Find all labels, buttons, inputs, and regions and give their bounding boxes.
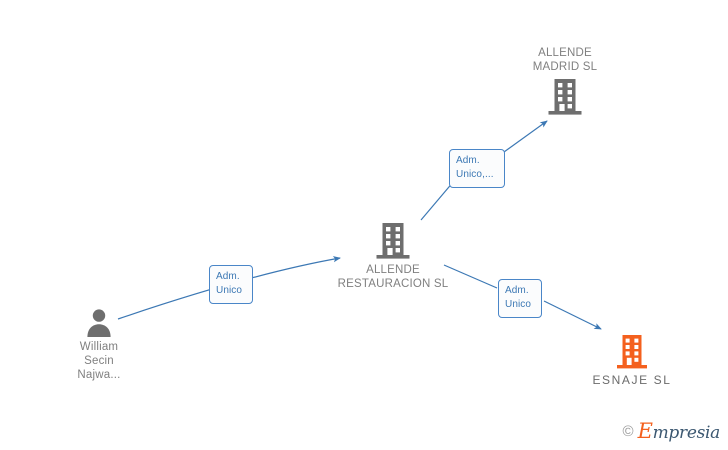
node-label-allende-restauracion-sl: ALLENDE RESTAURACION SL xyxy=(337,264,449,290)
node-allende-restauracion-sl[interactable]: ALLENDE RESTAURACION SL xyxy=(318,222,468,291)
edge-label-william-to-allende-restauracion[interactable]: Adm. Unico xyxy=(209,265,253,304)
node-esnaje-sl[interactable]: ESNAJE SL xyxy=(557,334,707,387)
copyright-icon: © xyxy=(622,423,634,440)
node-allende-madrid-sl[interactable]: ALLENDE MADRID SL xyxy=(490,46,640,116)
empresia-logo: Empresia xyxy=(637,419,721,443)
edge-label-allende-restauracion-to-esnaje[interactable]: Adm. Unico xyxy=(498,279,542,318)
node-william-secin-najwa[interactable]: William Secin Najwa... xyxy=(24,307,174,382)
edge-label-allende-restauracion-to-allende-madrid[interactable]: Adm. Unico,... xyxy=(449,149,505,188)
empresia-logo-text: mpresia xyxy=(652,423,721,443)
edge-allende-restauracion-to-allende-madrid-upper xyxy=(503,120,548,153)
empresia-watermark: © Empresia xyxy=(622,419,721,443)
node-label-esnaje-sl: ESNAJE SL xyxy=(592,373,672,387)
edge-allende-restauracion-to-esnaje-right xyxy=(543,300,602,330)
building-icon xyxy=(375,222,411,260)
person-icon xyxy=(84,307,114,337)
node-label-allende-madrid-sl: ALLENDE MADRID SL xyxy=(532,47,598,73)
building-icon xyxy=(616,334,648,370)
node-label-william-secin-najwa: William Secin Najwa... xyxy=(77,341,121,381)
building-icon xyxy=(547,78,583,116)
edge-allende-restauracion-to-allende-madrid-lower xyxy=(420,180,455,221)
empresia-logo-initial: E xyxy=(637,419,653,443)
